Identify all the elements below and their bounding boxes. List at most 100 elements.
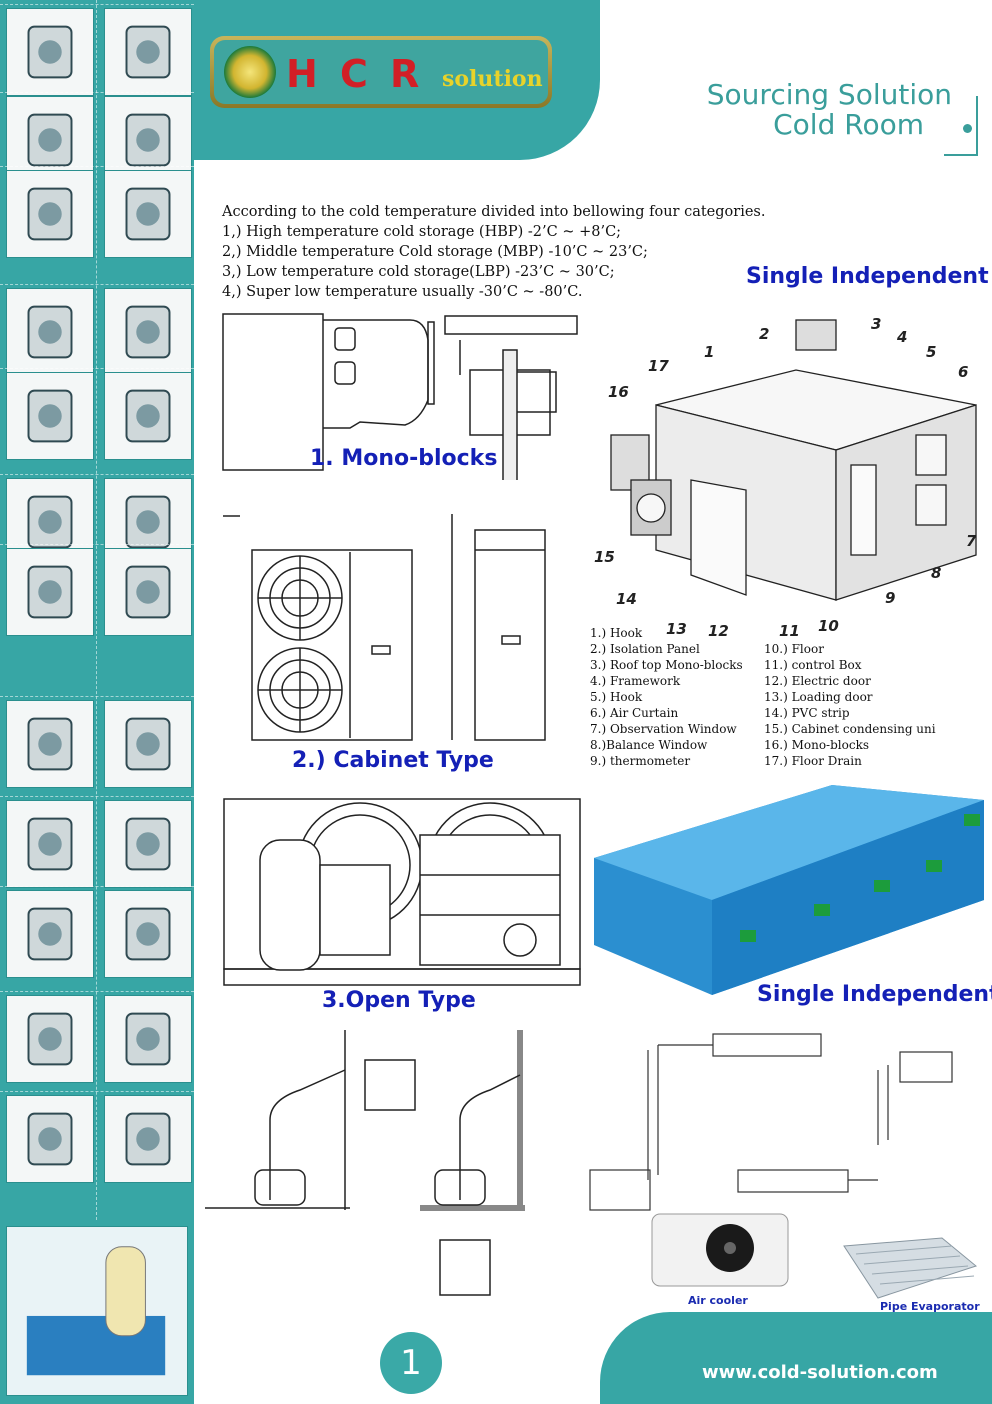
diagram-number: 4 [897, 328, 908, 346]
sidebar-divider [96, 0, 97, 1220]
installation-drawing [205, 1030, 525, 1296]
title-open-type: 3.Open Type [322, 988, 476, 1013]
diagram-number: 10 [818, 617, 839, 635]
intro-line: 3,) Low temperature cold storage(LBP) -2… [222, 264, 615, 280]
unit-icon [104, 995, 192, 1083]
gauge-icon [6, 372, 94, 460]
diagram-number: 16 [608, 383, 629, 401]
legend-item: 16.) Mono-blocks [764, 738, 869, 752]
legend-item: 7.) Observation Window [590, 722, 737, 736]
header-line-2: Cold Room [773, 108, 924, 141]
solenoid-icon [104, 96, 192, 184]
website-url[interactable]: www.cold-solution.com [702, 1362, 938, 1383]
sidebar-separator [0, 284, 194, 285]
logo-letter-r: R [390, 52, 422, 96]
footer-band [600, 1312, 992, 1404]
legend-item: 12.) Electric door [764, 674, 871, 688]
sidebar-separator [0, 1091, 194, 1092]
sidebar-separator [0, 166, 194, 167]
diagram-number: 7 [966, 532, 977, 550]
legend-item: 5.) Hook [590, 690, 643, 704]
product-sidebar [0, 0, 194, 1404]
logo-suffix: solution [442, 66, 543, 92]
page-header: Sourcing Solution Cold Room [707, 80, 952, 140]
diagram-number: 17 [648, 357, 669, 375]
sidebar-separator [0, 796, 194, 797]
diagram-number: 8 [931, 564, 942, 582]
legend-item: 11.) control Box [764, 658, 862, 672]
legend-left: 1.) Hook 2.) Isolation Panel 3.) Roof top … [590, 625, 743, 769]
pipe-evaporator-render [843, 1237, 978, 1299]
legend-item: 14.) PVC strip [764, 706, 850, 720]
intro-text: According to the cold temperature divide… [222, 202, 765, 302]
header-rule-vertical [976, 96, 978, 154]
header-dot [963, 124, 972, 133]
legend-item: 4.) Framework [590, 674, 681, 688]
diagram-number: 12 [708, 622, 729, 640]
header-line-1: Sourcing Solution [706, 78, 952, 111]
piping-schematic [589, 1033, 953, 1211]
legend-item: 9.) thermometer [590, 754, 691, 768]
legend-item: 13.) Loading door [764, 690, 873, 704]
mono-blocks-drawing [222, 313, 578, 480]
thermostat-icon [104, 548, 192, 636]
antenna-icon [6, 8, 94, 96]
header-rule-horizontal [944, 154, 978, 156]
pipe-evaporator-caption: Pipe Evaporator [880, 1300, 980, 1313]
motor-icon [104, 890, 192, 978]
sidebar-separator [0, 886, 194, 887]
cold-room-diagram [610, 319, 977, 601]
fan-icon [6, 800, 94, 888]
logo-letter-c: C [340, 52, 370, 96]
diagram-number: 9 [885, 589, 896, 607]
sidebar-separator [0, 474, 194, 475]
sidebar-separator [0, 368, 194, 369]
open-type-drawing [223, 798, 581, 986]
controller-icon [104, 372, 192, 460]
diagram-number: 1 [704, 343, 715, 361]
unit-icon [6, 1095, 94, 1183]
diagram-number: 11 [779, 622, 800, 640]
intro-line: 2,) Middle temperature Cold storage (MBP… [222, 244, 648, 260]
hcr-logo: H C R solution [210, 36, 552, 108]
diagram-number: 13 [666, 620, 687, 638]
legend-item: 1.) Hook [590, 626, 643, 640]
sidebar-separator [0, 92, 194, 93]
sidebar-separator [0, 4, 194, 5]
diagram-number: 5 [926, 343, 937, 361]
refrigeration-unit-icon [6, 1226, 188, 1396]
legend-item: 8.)Balance Window [590, 738, 708, 752]
sidebar-separator [0, 544, 194, 545]
page-number: 1 [380, 1332, 442, 1394]
sidebar-separator [0, 991, 194, 992]
fan-icon [104, 700, 192, 788]
title-single-independent-top: Single Independent [746, 264, 989, 289]
air-cooler-caption: Air cooler [688, 1294, 748, 1307]
legend-item: 2.) Isolation Panel [590, 642, 700, 656]
motor-icon [6, 995, 94, 1083]
condenser-icon [6, 890, 94, 978]
intro-line: According to the cold temperature divide… [222, 204, 766, 220]
title-mono-blocks: 1. Mono-blocks [310, 446, 498, 471]
air-cooler-render [651, 1213, 789, 1287]
gauge-icon [104, 288, 192, 376]
condenser-icon [104, 800, 192, 888]
intro-line: 4,) Super low temperature usually -30’C … [222, 284, 583, 300]
legend-item: 3.) Roof top Mono-blocks [590, 658, 743, 672]
legend-item: 6.) Air Curtain [590, 706, 679, 720]
diagram-number: 2 [759, 325, 770, 343]
logo-seal-icon [224, 46, 276, 98]
compressor-icon [6, 548, 94, 636]
sidebar-separator [0, 696, 194, 697]
title-cabinet-type: 2.) Cabinet Type [292, 748, 494, 773]
modular-cold-room-render [594, 785, 984, 995]
switch-icon [104, 170, 192, 258]
logo-letter-h: H [286, 52, 320, 96]
diagram-number: 3 [871, 315, 882, 333]
diagram-number: 14 [616, 590, 637, 608]
diagram-number: 6 [958, 363, 969, 381]
legend-item: 15.) Cabinet condensing uni [764, 722, 936, 736]
cabinet-type-drawing [223, 514, 546, 741]
antenna-icon [104, 1095, 192, 1183]
title-single-independent-bottom: Single Independent [757, 982, 992, 1007]
